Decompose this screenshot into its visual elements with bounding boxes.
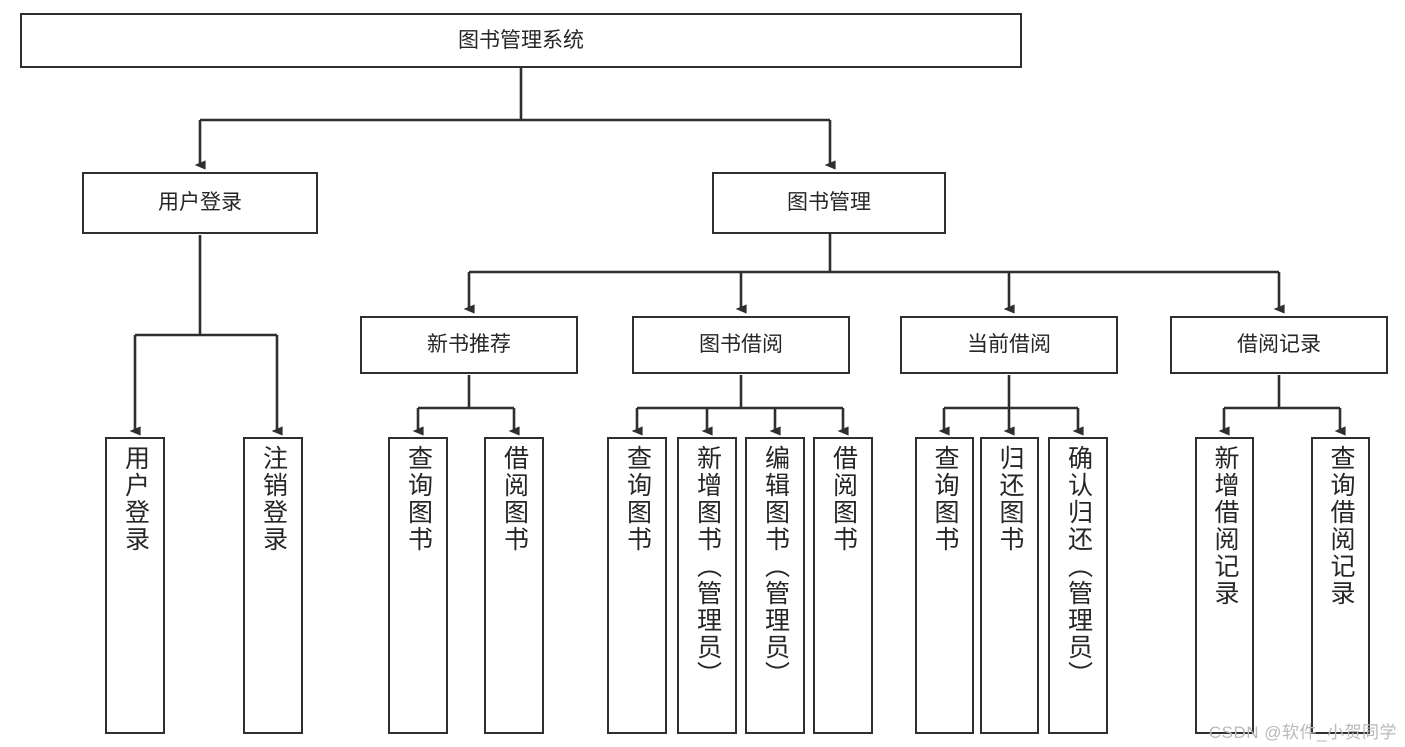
node-leaf-query-record-label: 查询借阅记录 xyxy=(1327,445,1355,607)
node-leaf-borrow-book-a-label: 借阅图书 xyxy=(500,445,529,553)
node-leaf-confirm-return-label: 确认归还（管理员） xyxy=(1064,445,1093,688)
node-leaf-query-book-c[interactable]: 查询图书 xyxy=(915,437,974,734)
node-leaf-edit-book-label: 编辑图书（管理员） xyxy=(761,445,790,688)
node-leaf-logout[interactable]: 注销登录 xyxy=(243,437,303,734)
node-leaf-return-book[interactable]: 归还图书 xyxy=(980,437,1039,734)
node-user-login[interactable]: 用户登录 xyxy=(82,172,318,234)
csdn-watermark: CSDN @软件_小贺同学 xyxy=(1208,723,1397,742)
node-leaf-query-book-a[interactable]: 查询图书 xyxy=(388,437,448,734)
node-leaf-query-book-b-label: 查询图书 xyxy=(623,445,652,553)
node-leaf-query-book-c-label: 查询图书 xyxy=(931,445,959,553)
node-root-label: 图书管理系统 xyxy=(458,28,584,52)
node-leaf-borrow-book-b[interactable]: 借阅图书 xyxy=(813,437,873,734)
node-user-login-label: 用户登录 xyxy=(158,191,242,215)
node-current-borrow-label: 当前借阅 xyxy=(967,333,1051,357)
node-book-borrow[interactable]: 图书借阅 xyxy=(632,316,850,374)
node-leaf-user-login-label: 用户登录 xyxy=(121,445,150,553)
node-new-book-rec[interactable]: 新书推荐 xyxy=(360,316,578,374)
node-current-borrow[interactable]: 当前借阅 xyxy=(900,316,1118,374)
node-leaf-add-record[interactable]: 新增借阅记录 xyxy=(1195,437,1254,734)
node-leaf-edit-book[interactable]: 编辑图书（管理员） xyxy=(745,437,805,734)
node-leaf-query-book-b[interactable]: 查询图书 xyxy=(607,437,667,734)
node-leaf-add-book[interactable]: 新增图书（管理员） xyxy=(677,437,737,734)
node-leaf-borrow-book-b-label: 借阅图书 xyxy=(829,445,858,553)
node-book-borrow-label: 图书借阅 xyxy=(699,333,783,357)
node-borrow-record-label: 借阅记录 xyxy=(1237,333,1321,357)
node-root[interactable]: 图书管理系统 xyxy=(20,13,1022,68)
node-new-book-rec-label: 新书推荐 xyxy=(427,333,511,357)
node-leaf-add-record-label: 新增借阅记录 xyxy=(1211,445,1239,607)
node-leaf-logout-label: 注销登录 xyxy=(259,445,288,553)
node-leaf-borrow-book-a[interactable]: 借阅图书 xyxy=(484,437,544,734)
node-book-manage[interactable]: 图书管理 xyxy=(712,172,946,234)
node-leaf-user-login[interactable]: 用户登录 xyxy=(105,437,165,734)
node-leaf-query-record[interactable]: 查询借阅记录 xyxy=(1311,437,1370,734)
node-leaf-query-book-a-label: 查询图书 xyxy=(404,445,433,553)
node-borrow-record[interactable]: 借阅记录 xyxy=(1170,316,1388,374)
node-leaf-add-book-label: 新增图书（管理员） xyxy=(693,445,722,688)
node-leaf-return-book-label: 归还图书 xyxy=(996,445,1024,553)
node-book-manage-label: 图书管理 xyxy=(787,191,871,215)
node-leaf-confirm-return[interactable]: 确认归还（管理员） xyxy=(1048,437,1108,734)
